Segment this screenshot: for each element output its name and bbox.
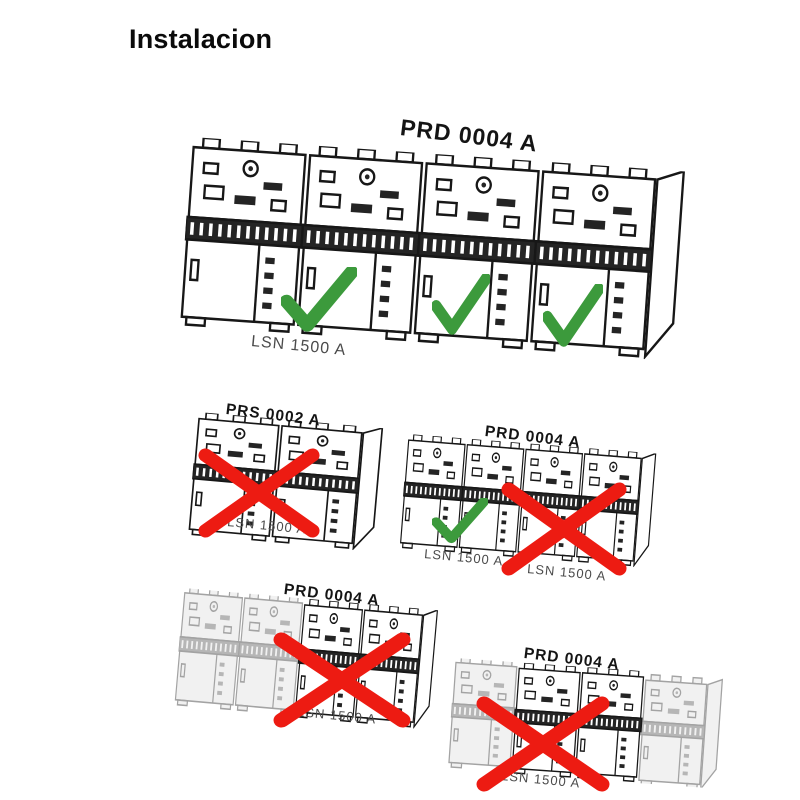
figure-gray-flank-incorrect: PRD 0004 A LSN 1500 A	[447, 634, 736, 800]
cross-icon	[476, 696, 610, 792]
check-icon	[432, 498, 488, 544]
page-title: Instalacion	[129, 24, 273, 54]
check-icon	[281, 267, 357, 333]
cross-icon	[198, 448, 320, 538]
cross-icon	[501, 482, 627, 576]
device-row-illustration	[173, 588, 439, 730]
figure-two-module-incorrect: PRS 0002 A LSN 1500 A	[187, 398, 404, 558]
device-row-illustration	[187, 412, 384, 551]
figure-gray-left-incorrect: PRD 0004 A LSN 1500 A	[173, 576, 452, 746]
cross-icon	[273, 632, 411, 728]
check-icon	[432, 274, 490, 336]
check-icon	[543, 284, 603, 348]
figure-mixed-row: PRD 0004 A LSN 1500 A LSN 1500 A	[399, 416, 672, 594]
device-row-illustration	[399, 434, 657, 568]
figure-top-correct-row: PRD 0004 A LSN 1500 A	[178, 111, 702, 373]
device-model-label: PRD 0004 A	[398, 114, 540, 157]
device-row-illustration	[447, 658, 724, 789]
device-row-illustration	[178, 137, 686, 361]
